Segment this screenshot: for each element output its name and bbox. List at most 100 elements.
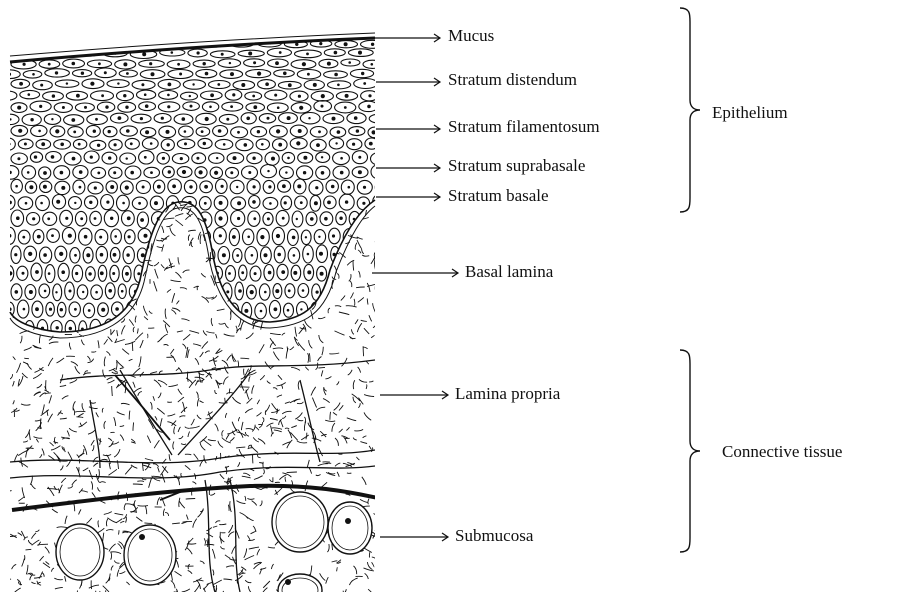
collagen-fiber — [117, 412, 125, 415]
collagen-fiber — [334, 403, 340, 411]
cell-nucleus — [167, 253, 170, 256]
cell-nucleus — [319, 42, 322, 45]
collagen-fiber — [353, 438, 357, 440]
collagen-fiber — [22, 559, 25, 567]
cell-nucleus — [368, 309, 371, 312]
collagen-fiber — [380, 445, 386, 448]
collagen-fiber — [229, 525, 233, 533]
collagen-fiber — [354, 299, 355, 306]
collagen-fiber — [363, 506, 370, 507]
collagen-fiber — [240, 358, 249, 359]
collagen-fiber — [71, 198, 74, 206]
epithelial-cell — [199, 266, 210, 281]
cell-nucleus — [203, 62, 206, 65]
cell-nucleus — [65, 217, 68, 220]
collagen-fiber — [153, 464, 159, 467]
collagen-fiber — [202, 296, 209, 302]
collagen-fiber — [33, 373, 41, 378]
cell-nucleus — [356, 129, 359, 132]
collagen-fiber — [294, 245, 303, 246]
collagen-fiber — [327, 544, 329, 552]
cell-nucleus — [210, 328, 212, 330]
collagen-fiber — [260, 568, 266, 570]
cell-nucleus — [8, 201, 12, 205]
group-label-epithelium: Epithelium — [712, 104, 788, 121]
collagen-fiber — [351, 329, 354, 334]
collagen-fiber — [88, 430, 95, 434]
cell-nucleus — [326, 326, 330, 330]
collagen-fiber — [202, 342, 208, 349]
collagen-fiber — [257, 549, 260, 555]
epithelial-cell — [383, 247, 394, 263]
collagen-fiber — [27, 363, 31, 369]
cell-nucleus — [182, 117, 186, 121]
cell-nucleus — [344, 106, 347, 109]
collagen-fiber — [137, 328, 138, 333]
cell-nucleus — [321, 171, 325, 175]
cell-nucleus — [164, 272, 167, 275]
collagen-fiber — [178, 257, 179, 264]
epithelial-cell — [381, 90, 403, 100]
cell-nucleus — [237, 217, 240, 220]
cell-nucleus — [253, 61, 256, 64]
collagen-fiber — [261, 488, 268, 490]
cell-nucleus — [222, 253, 226, 257]
collagen-fiber — [378, 410, 383, 414]
collagen-fiber — [353, 380, 355, 389]
cell-nucleus — [327, 62, 331, 66]
collagen-fiber — [218, 198, 225, 201]
collagen-fiber — [306, 267, 309, 271]
epithelium-cell-layer — [0, 39, 405, 337]
collagen-fiber — [191, 242, 193, 247]
cell-nucleus — [219, 201, 223, 205]
cell-nucleus — [274, 94, 277, 97]
cell-nucleus — [52, 94, 55, 97]
cell-nucleus — [271, 157, 275, 161]
collagen-fiber — [311, 387, 316, 396]
collagen-fiber — [218, 441, 223, 448]
cell-nucleus — [293, 271, 297, 275]
cell-nucleus — [86, 253, 90, 257]
cell-nucleus — [307, 253, 310, 256]
collagen-fiber — [316, 475, 321, 476]
collagen-fiber — [264, 197, 265, 207]
collagen-fiber — [207, 540, 208, 547]
cell-nucleus — [297, 184, 301, 188]
collagen-fiber — [31, 210, 35, 212]
cell-nucleus — [381, 327, 385, 331]
collagen-fiber — [241, 567, 246, 571]
cell-nucleus — [372, 130, 376, 134]
cell-nucleus — [230, 72, 234, 76]
collagen-fiber — [140, 340, 143, 348]
cell-nucleus — [125, 106, 128, 109]
cell-nucleus — [162, 157, 165, 160]
collagen-fiber — [238, 417, 239, 421]
collagen-fiber — [79, 422, 87, 427]
cell-nucleus — [157, 185, 161, 189]
cell-nucleus — [78, 143, 81, 146]
collagen-fiber — [245, 496, 246, 501]
collagen-fiber — [170, 349, 174, 354]
collagen-fiber — [144, 306, 148, 316]
collagen-fiber — [213, 570, 214, 576]
collagen-fiber — [53, 442, 58, 443]
cell-nucleus — [268, 271, 272, 275]
epithelial-cell — [90, 39, 116, 47]
collagen-fiber — [122, 325, 126, 334]
cell-nucleus — [123, 62, 127, 66]
cell-nucleus — [144, 234, 148, 238]
vessel-line — [115, 375, 145, 410]
collagen-fiber — [174, 427, 175, 435]
collagen-fiber — [193, 344, 201, 346]
collagen-fiber — [154, 440, 159, 448]
collagen-fiber — [175, 272, 181, 278]
cell-nucleus — [196, 157, 199, 160]
collagen-fiber — [50, 442, 54, 446]
cell-nucleus — [14, 290, 18, 294]
septum-line — [10, 466, 375, 478]
collagen-fiber — [171, 573, 172, 580]
cell-nucleus — [105, 105, 108, 108]
cell-nucleus — [299, 106, 303, 110]
collagen-fiber — [121, 403, 130, 404]
